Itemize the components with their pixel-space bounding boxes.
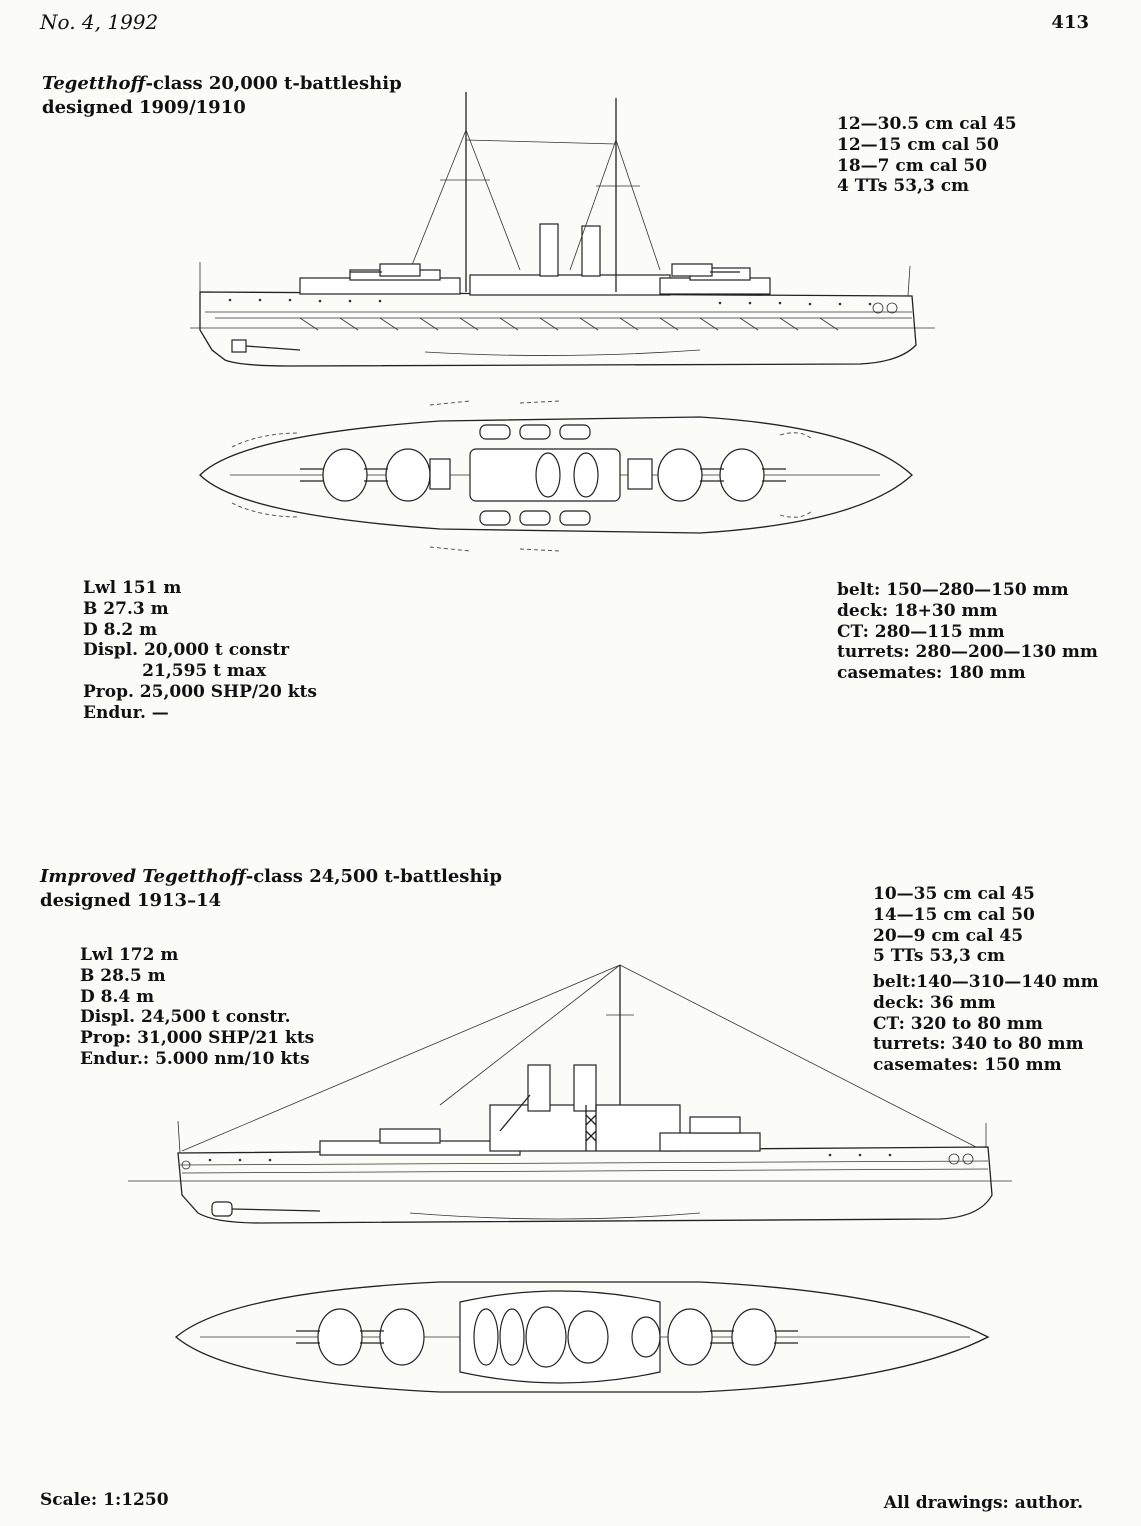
ship2-armor-item: belt:140—310—140 mm: [873, 972, 1099, 992]
issue-label: No. 4, 1992: [40, 10, 159, 34]
scale-label: Scale: 1:1250: [40, 1490, 169, 1510]
ship1-title: Tegetthoff-class 20,000 t-battleship des…: [42, 72, 402, 120]
ship2-dimension-item: Lwl 172 m: [80, 945, 179, 965]
ship1-designed: designed 1909/1910: [42, 97, 246, 118]
ship1-dimension-item: Prop. 25,000 SHP/20 kts: [83, 681, 317, 702]
ship2-dimensions-list: Lwl 172 m B 28.5 m D 8.4 m Displ. 24,500…: [80, 945, 314, 1070]
ship1-armor-item: deck: 18+30 mm: [837, 600, 998, 621]
ship2-dimension-item: Displ. 24,500 t constr.: [80, 1007, 291, 1028]
ship1-armament-item: 18—7 cm cal 50: [837, 155, 988, 176]
ship2-armament-item: 10—35 cm cal 45: [873, 884, 1035, 904]
ship1-class-name: Tegetthoff: [42, 73, 146, 94]
ship2-dimension-item: Prop: 31,000 SHP/21 kts: [80, 1028, 315, 1049]
ship2-armament-item: 14—15 cm cal 50: [873, 904, 1035, 925]
ship1-dimension-item: 21,595 t max: [83, 661, 267, 682]
ship2-plan-view-drawing: [174, 1281, 990, 1393]
ship1-armament-list: 12—30.5 cm cal 45 12—15 cm cal 50 18—7 c…: [837, 114, 1017, 197]
ship2-side-profile-drawing: [128, 964, 1012, 1224]
ship1-dimensions-list: Lwl 151 m B 27.3 m D 8.2 m Displ. 20,000…: [83, 578, 317, 724]
ship2-armament-list: 10—35 cm cal 45 14—15 cm cal 50 20—9 cm …: [873, 884, 1035, 967]
ship2-armor-item: deck: 36 mm: [873, 992, 996, 1013]
ship1-armor-item: casemates: 180 mm: [837, 663, 1026, 684]
ship1-dimension-item: Lwl 151 m: [83, 578, 182, 598]
drawings-credit: All drawings: author.: [883, 1493, 1083, 1513]
ship2-dimension-item: D 8.4 m: [80, 986, 155, 1007]
ship2-title-rest: -class 24,500 t-battleship: [245, 866, 502, 887]
ship1-dimension-item: D 8.2 m: [83, 619, 158, 640]
ship2-class-name: Improved Tegetthoff: [40, 866, 246, 887]
ship1-side-profile-drawing: [190, 92, 935, 367]
ship2-armor-item: CT: 320 to 80 mm: [873, 1013, 1043, 1034]
ship1-title-rest: -class 20,000 t-battleship: [145, 73, 402, 94]
ship1-armament-item: 4 TTs 53,3 cm: [837, 176, 970, 197]
ship2-armor-list: belt:140—310—140 mm deck: 36 mm CT: 320 …: [873, 972, 1099, 1076]
ship1-armor-item: CT: 280—115 mm: [837, 621, 1005, 642]
ship1-dimension-item: B 27.3 m: [83, 598, 169, 619]
ship1-plan-view-drawing: [199, 400, 913, 552]
ship1-armor-list: belt: 150—280—150 mm deck: 18+30 mm CT: …: [837, 580, 1098, 684]
ship1-armor-item: turrets: 280—200—130 mm: [837, 642, 1098, 663]
ship1-armor-item: belt: 150—280—150 mm: [837, 580, 1069, 600]
ship2-armament-item: 20—9 cm cal 45: [873, 925, 1024, 946]
ship2-designed: designed 1913–14: [40, 890, 222, 911]
ship1-armament-item: 12—30.5 cm cal 45: [837, 114, 1017, 134]
ship1-dimension-item: Displ. 20,000 t constr: [83, 640, 290, 661]
ship2-dimension-item: B 28.5 m: [80, 965, 166, 986]
ship2-title: Improved Tegetthoff-class 24,500 t-battl…: [40, 865, 502, 913]
ship2-armor-item: casemates: 150 mm: [873, 1055, 1062, 1076]
ship1-dimension-item: Endur. —: [83, 702, 169, 723]
ship2-armament-item: 5 TTs 53,3 cm: [873, 946, 1006, 967]
ship2-dimension-item: Endur.: 5.000 nm/10 kts: [80, 1048, 310, 1069]
ship1-armament-item: 12—15 cm cal 50: [837, 134, 999, 155]
page-number: 413: [1051, 12, 1089, 33]
ship2-armor-item: turrets: 340 to 80 mm: [873, 1034, 1084, 1055]
